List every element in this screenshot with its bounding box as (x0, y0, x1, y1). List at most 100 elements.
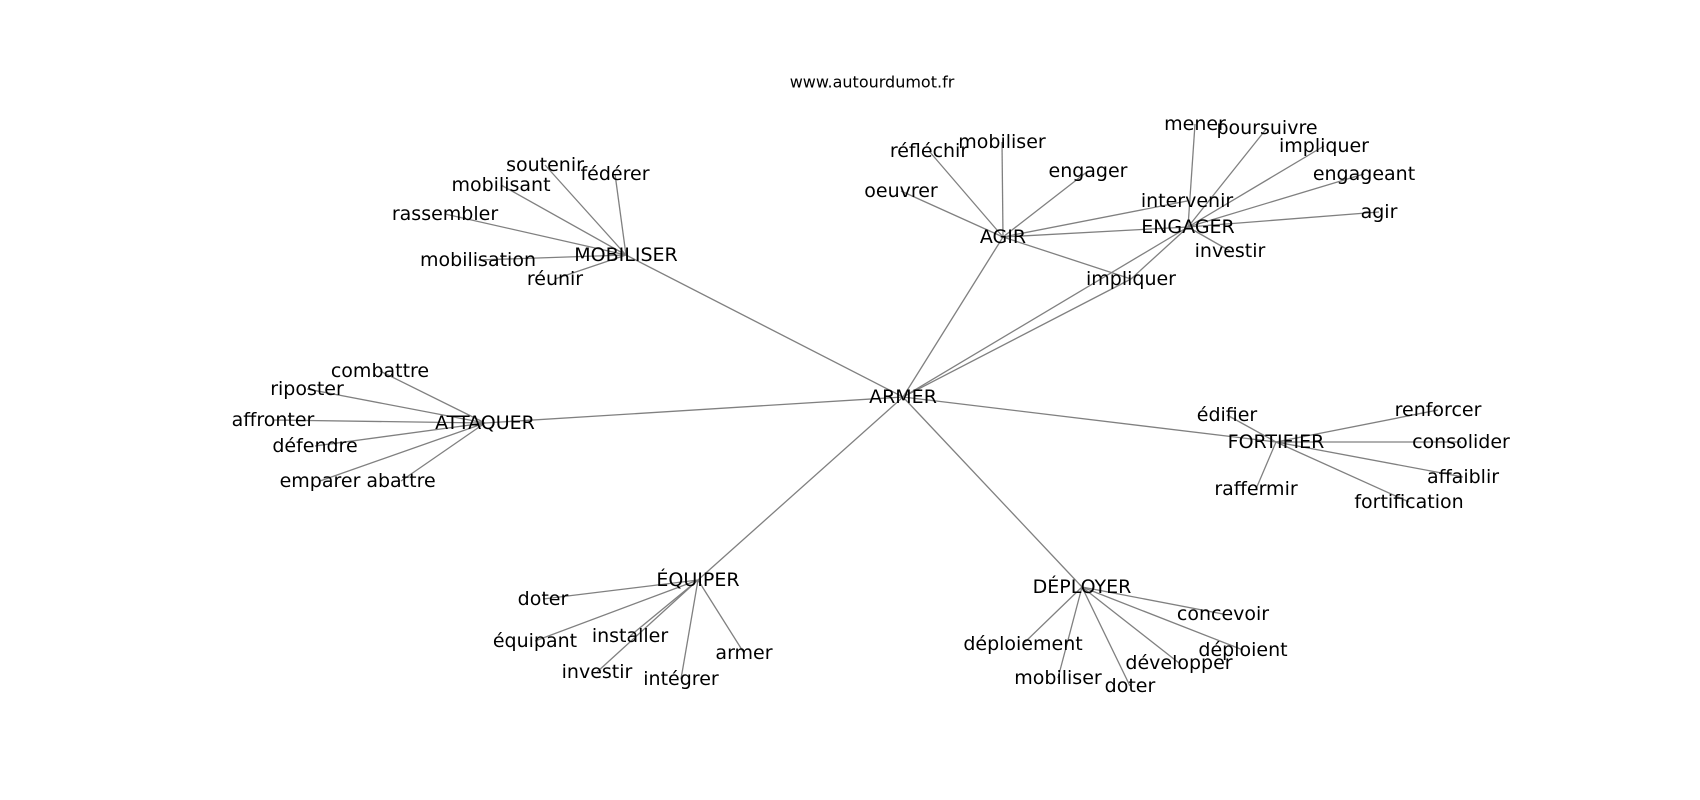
edge-déployer-leaf (1057, 586, 1083, 679)
edge-équiper-leaf (534, 579, 699, 642)
leaf-node: soutenir (506, 154, 584, 176)
leaf-node: réfléchir (890, 140, 969, 162)
leaf-node: engager (1049, 160, 1128, 182)
edge-engager-leaf (1187, 127, 1268, 228)
leaf-node: emparer (280, 470, 361, 492)
edge-attaquer-leaf (314, 422, 486, 447)
edge-attaquer-leaf (379, 370, 486, 424)
edge-center-déployer (902, 396, 1083, 588)
edge-agir-leaf (928, 150, 1004, 238)
hub-node: FORTIFIER (1228, 431, 1325, 453)
edge-mobiliser-leaf (614, 173, 627, 256)
edge-déployer-leaf (1081, 586, 1180, 664)
leaf-node: installer (592, 625, 669, 647)
edge-déployer-leaf (1081, 586, 1244, 651)
edge-fortifier-leaf (1255, 441, 1277, 490)
hub-node: ATTAQUER (435, 412, 535, 434)
edge-agir-leaf (1002, 200, 1188, 238)
edge-center-engager (902, 226, 1189, 398)
edge-engager-leaf (1130, 226, 1189, 280)
leaf-node: engageant (1313, 163, 1415, 185)
leaf-node: impliquer (1279, 135, 1369, 157)
leaf-node: concevoir (1177, 603, 1269, 625)
edge-déployer-leaf (1022, 586, 1083, 645)
leaf-node: abattre (366, 470, 435, 492)
edge-engager-leaf (1187, 173, 1365, 228)
leaf-node: affaiblir (1427, 466, 1499, 488)
edge-mobiliser-leaf (444, 213, 627, 256)
edge-attaquer-leaf (272, 419, 486, 424)
edge-engager-leaf (1187, 145, 1325, 228)
edge-attaquer-leaf (319, 422, 486, 482)
edge-déployer-leaf (1081, 586, 1131, 687)
leaf-node: déploiement (963, 633, 1082, 655)
leaf-node: poursuivre (1216, 117, 1317, 139)
edge-équiper-leaf (697, 579, 745, 654)
edge-center-mobiliser (625, 254, 904, 398)
leaf-node: armer (715, 642, 772, 664)
edge-agir-leaf (1002, 236, 1132, 280)
leaf-node: développer (1125, 652, 1232, 674)
leaf-node: fédérer (580, 163, 649, 185)
hub-node: DÉPLOYER (1033, 575, 1132, 598)
edge-engager-leaf (1187, 226, 1231, 252)
leaf-node: affronter (232, 409, 315, 431)
edge-déployer-leaf (1081, 586, 1224, 615)
edge-engager-leaf (1187, 123, 1196, 228)
leaf-node: mobiliser (958, 131, 1046, 153)
edge-center-impliquer (902, 278, 1132, 398)
hub-node: AGIR (980, 226, 1026, 248)
graph-edges (272, 123, 1464, 687)
leaf-node: doter (518, 588, 569, 610)
leaf-node: mobilisant (451, 174, 550, 196)
leaf-node: équipant (493, 630, 577, 652)
edge-center-attaquer (484, 396, 904, 424)
leaf-node: doter (1105, 675, 1156, 697)
hub-node: MOBILISER (574, 244, 677, 266)
edge-center-agir (902, 236, 1004, 398)
edge-mobiliser-leaf (500, 184, 627, 256)
leaf-node: mobiliser (1014, 667, 1102, 689)
leaf-node: défendre (272, 435, 357, 457)
edge-agir-leaf (900, 190, 1004, 238)
edge-fortifier-leaf (1275, 441, 1464, 478)
leaf-node: intervenir (1141, 190, 1234, 212)
leaf-node: raffermir (1214, 478, 1297, 500)
leaf-node: combattre (331, 360, 429, 382)
center-node: ARMER (869, 386, 937, 408)
leaf-node: renforcer (1395, 399, 1482, 421)
edge-agir-leaf (1001, 141, 1004, 238)
leaf-node: déploient (1198, 639, 1287, 661)
leaf-node: consolider (1412, 431, 1510, 453)
leaf-node: mobilisation (420, 249, 536, 271)
edge-équiper-leaf (629, 579, 699, 637)
leaf-node: fortification (1354, 491, 1463, 513)
leaf-node: rassembler (392, 203, 498, 225)
edge-center-équiper (697, 396, 904, 581)
leaf-node: agir (1361, 201, 1398, 223)
edge-attaquer-leaf (306, 388, 486, 424)
leaf-node: édifier (1197, 404, 1258, 426)
edge-mobiliser-leaf (554, 254, 627, 280)
hub-node: ENGAGER (1141, 216, 1235, 238)
edge-hub-agir-engager (1002, 226, 1189, 238)
edge-fortifier-leaf (1275, 441, 1410, 503)
hub-node: ÉQUIPER (656, 568, 739, 591)
leaf-node: riposter (270, 378, 344, 400)
edge-attaquer-leaf (400, 422, 486, 482)
edge-mobiliser-leaf (477, 254, 627, 261)
edge-équiper-leaf (542, 579, 699, 600)
leaf-node: impliquer (1086, 268, 1176, 290)
edge-équiper-leaf (596, 579, 699, 673)
edge-center-fortifier (902, 396, 1277, 443)
leaf-node: investir (562, 661, 633, 683)
leaf-node: intégrer (643, 668, 719, 690)
leaf-node: investir (1195, 240, 1266, 262)
edge-agir-leaf (1002, 170, 1089, 238)
leaf-node: mener (1164, 113, 1226, 135)
edge-engager-leaf (1187, 211, 1380, 228)
edge-fortifier-leaf (1275, 409, 1439, 443)
leaf-node: réunir (527, 268, 583, 290)
